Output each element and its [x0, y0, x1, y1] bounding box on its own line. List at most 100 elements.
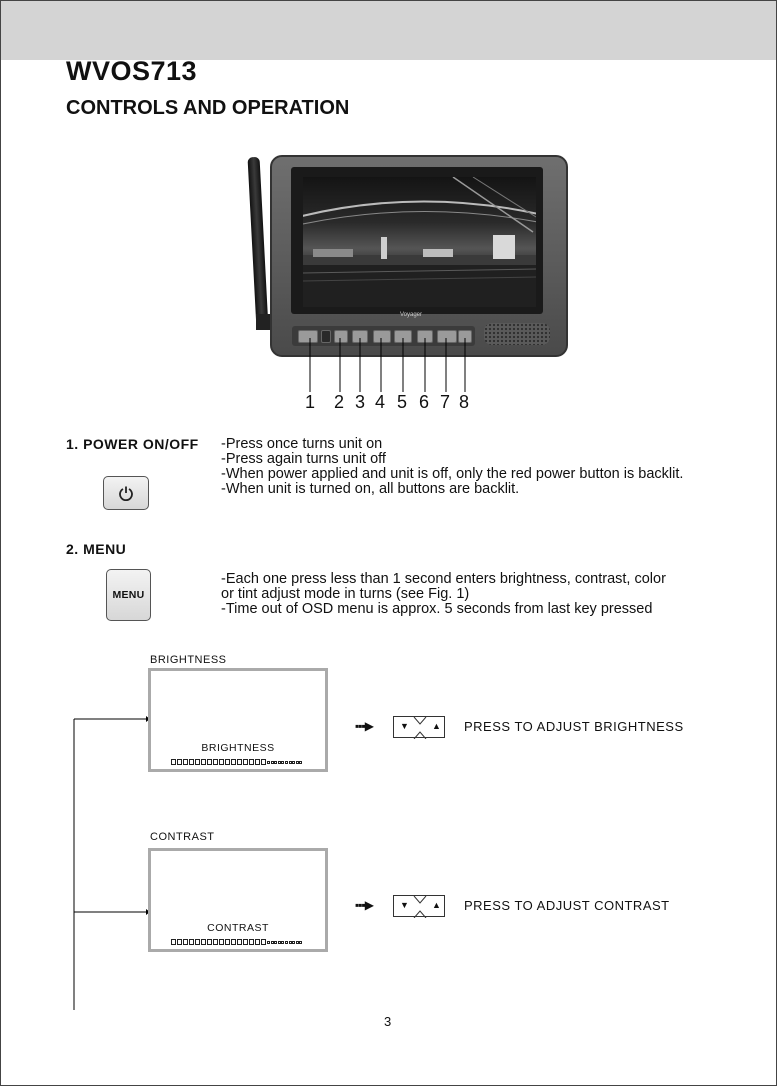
- level-segment-filled: [219, 939, 224, 945]
- brightness-adjust-keys: ▼ ▲: [393, 716, 445, 739]
- power-line-2: -Press again turns unit off: [221, 451, 386, 467]
- level-segment-filled: [213, 759, 218, 765]
- level-segment-filled: [249, 939, 254, 945]
- level-segment-empty: [270, 940, 274, 944]
- callout-8: 8: [459, 392, 470, 412]
- level-segment-empty: [284, 760, 288, 764]
- level-segment-empty: [288, 940, 292, 944]
- level-segment-filled: [231, 759, 236, 765]
- contrast-osd-label: CONTRAST: [207, 922, 269, 934]
- level-segment-filled: [261, 759, 266, 765]
- menu-line-2: or tint adjust mode in turns (see Fig. 1…: [221, 586, 470, 602]
- level-segment-filled: [207, 759, 212, 765]
- level-segment-filled: [171, 939, 176, 945]
- key-divider: [413, 717, 427, 739]
- menu-line-3: -Time out of OSD menu is approx. 5 secon…: [221, 601, 653, 617]
- contrast-osd-screen: CONTRAST: [148, 848, 328, 952]
- brightness-osd-screen: BRIGHTNESS: [148, 668, 328, 772]
- level-segment-empty: [292, 940, 296, 944]
- level-segment-empty: [295, 940, 299, 944]
- monitor-ir-sensor: [321, 330, 331, 343]
- level-segment-empty: [292, 760, 296, 764]
- level-segment-filled: [225, 939, 230, 945]
- level-segment-empty: [274, 940, 278, 944]
- power-button-illustration: [103, 476, 149, 510]
- level-segment-filled: [195, 759, 200, 765]
- brightness-osd-label: BRIGHTNESS: [201, 742, 275, 754]
- level-segment-filled: [231, 939, 236, 945]
- power-line-4: -When unit is turned on, all buttons are…: [221, 481, 520, 497]
- callout-4: 4: [375, 392, 386, 412]
- monitor-speaker-grille: [484, 323, 550, 345]
- level-segment-filled: [261, 939, 266, 945]
- monitor-down-button: [373, 330, 391, 343]
- level-segment-filled: [195, 939, 200, 945]
- antenna-base: [256, 314, 272, 330]
- level-segment-filled: [237, 939, 242, 945]
- contrast-caption: CONTRAST: [150, 831, 215, 843]
- menu-button-illustration: MENU: [106, 569, 151, 621]
- brightness-arrow-icon: ▪▪▪▶: [355, 719, 374, 733]
- power-line-1: -Press once turns unit on: [221, 436, 383, 452]
- key-divider: [413, 896, 427, 918]
- level-segment-empty: [267, 760, 270, 764]
- contrast-adjust-keys: ▼ ▲: [393, 895, 445, 918]
- level-segment-filled: [177, 759, 182, 765]
- level-segment-filled: [243, 759, 248, 765]
- power-description: -Press once turns unit on -Press again t…: [221, 437, 683, 497]
- down-arrow-icon: ▼: [400, 900, 409, 910]
- level-segment-filled: [225, 759, 230, 765]
- level-segment-empty: [270, 760, 274, 764]
- monitor-cam1-button: [437, 330, 457, 343]
- callout-1: 1: [305, 392, 316, 412]
- brightness-level-bar: [171, 759, 303, 765]
- level-segment-filled: [201, 759, 206, 765]
- level-segment-empty: [299, 940, 303, 944]
- level-segment-filled: [189, 939, 194, 945]
- level-segment-filled: [249, 759, 254, 765]
- level-segment-filled: [255, 759, 260, 765]
- up-arrow-icon: ▲: [432, 721, 441, 731]
- brightness-instruction: PRESS TO ADJUST BRIGHTNESS: [464, 719, 684, 734]
- page-title: CONTROLS AND OPERATION: [66, 97, 350, 119]
- level-segment-empty: [288, 760, 292, 764]
- level-segment-empty: [267, 940, 270, 944]
- level-segment-filled: [171, 759, 176, 765]
- callout-2: 2: [334, 392, 345, 412]
- level-segment-filled: [255, 939, 260, 945]
- contrast-arrow-icon: ▪▪▪▶: [355, 898, 374, 912]
- level-segment-empty: [277, 940, 281, 944]
- level-segment-filled: [189, 759, 194, 765]
- power-icon: [119, 486, 133, 501]
- down-arrow-icon: ▼: [400, 721, 409, 731]
- header-band: [1, 1, 776, 60]
- level-segment-filled: [207, 939, 212, 945]
- model-number: WVOS713: [66, 56, 198, 86]
- contrast-instruction: PRESS TO ADJUST CONTRAST: [464, 898, 670, 913]
- callout-6: 6: [419, 392, 430, 412]
- up-arrow-icon: ▲: [432, 900, 441, 910]
- page-number: 3: [384, 1014, 392, 1029]
- level-segment-filled: [201, 939, 206, 945]
- menu-button-text: MENU: [112, 589, 145, 601]
- level-segment-empty: [299, 760, 303, 764]
- level-segment-filled: [219, 759, 224, 765]
- level-segment-empty: [284, 940, 288, 944]
- monitor-screen: [303, 177, 536, 307]
- power-line-3: -When power applied and unit is off, onl…: [221, 466, 684, 482]
- level-segment-filled: [237, 759, 242, 765]
- level-segment-empty: [281, 760, 285, 764]
- callout-lines: [309, 338, 466, 392]
- callout-7: 7: [440, 392, 451, 412]
- monitor-menu-button: [334, 330, 348, 343]
- level-segment-filled: [243, 939, 248, 945]
- menu-line-1: -Each one press less than 1 second enter…: [221, 571, 666, 587]
- level-segment-filled: [183, 939, 188, 945]
- callout-5: 5: [397, 392, 408, 412]
- level-segment-empty: [295, 760, 299, 764]
- level-segment-filled: [213, 939, 218, 945]
- level-segment-filled: [177, 939, 182, 945]
- monitor-power-button: [298, 330, 318, 343]
- level-segment-empty: [277, 760, 281, 764]
